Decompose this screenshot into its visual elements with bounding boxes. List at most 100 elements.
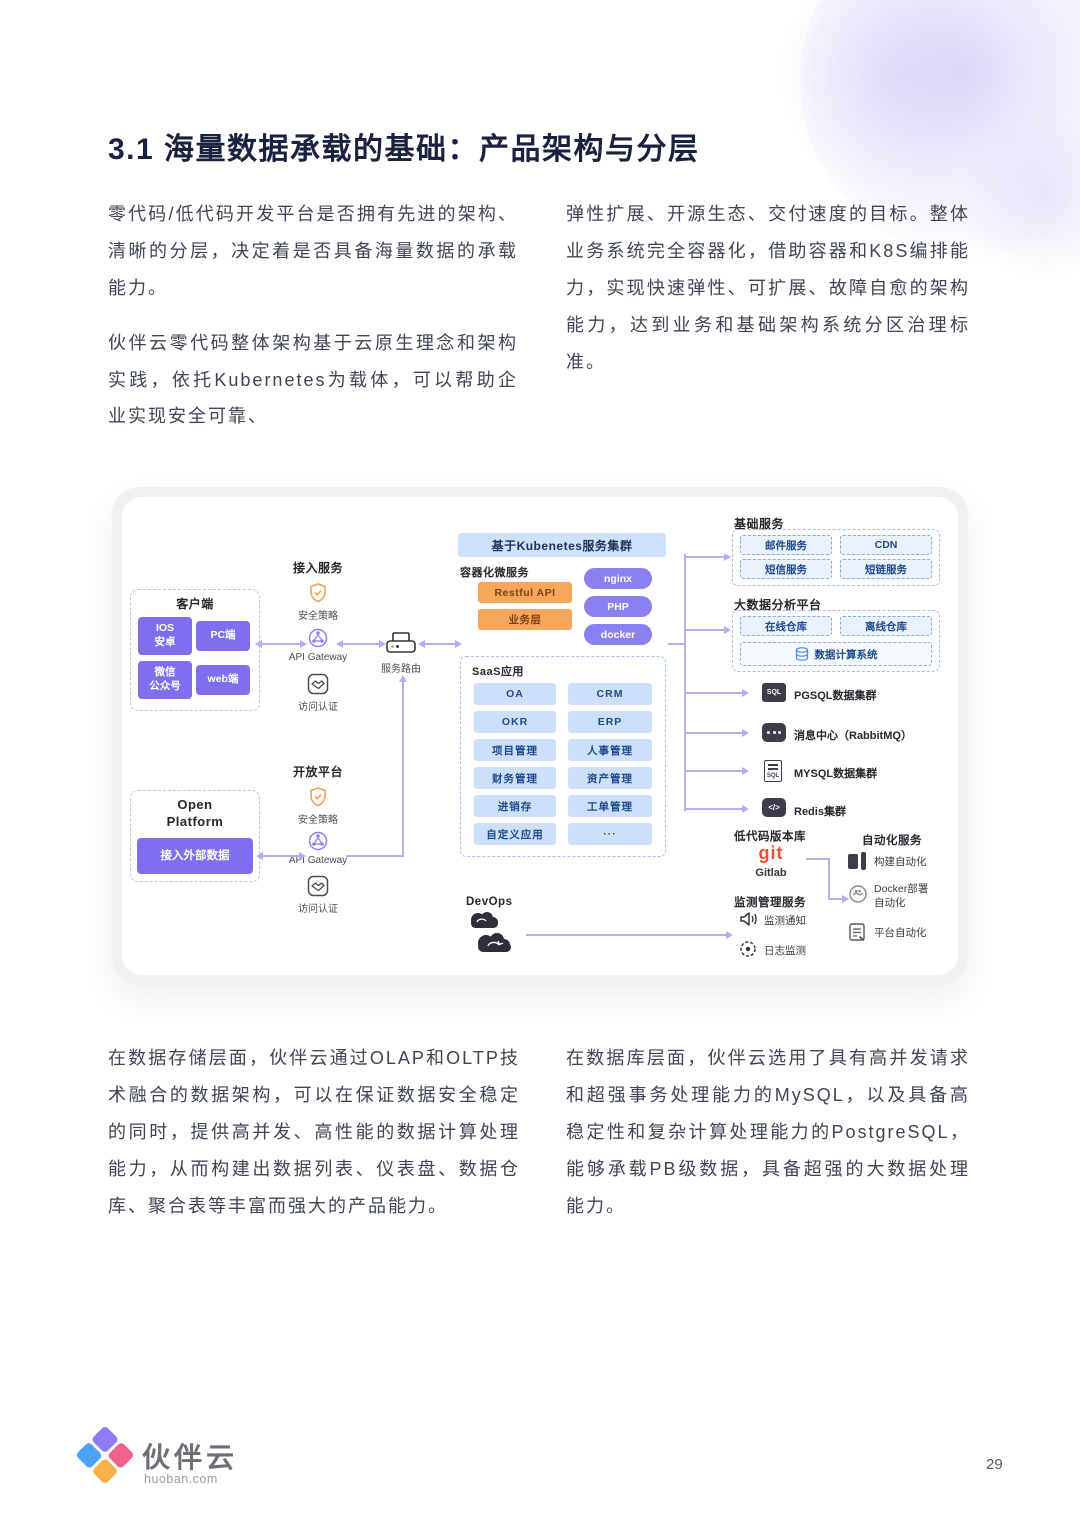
log-monitor-label: 日志监测: [764, 945, 806, 957]
base-service-mail: 邮件服务: [740, 535, 832, 555]
docker-icon: [848, 884, 868, 909]
handshake-icon: [306, 672, 330, 701]
saas-app-project: 项目管理: [474, 739, 556, 761]
access-auth-label: 访问认证: [298, 702, 338, 713]
message-center-label: 消息中心（RabbitMQ）: [794, 730, 912, 742]
php-pill: PHP: [584, 596, 652, 617]
saas-title: SaaS应用: [472, 666, 524, 678]
arrowhead: [255, 640, 262, 648]
arrowhead: [742, 767, 749, 775]
connector-line: [402, 682, 404, 857]
connector-line: [526, 934, 726, 936]
client-group-box: [130, 589, 260, 711]
log-icon: [739, 940, 757, 963]
redis-cluster-label: Redis集群: [794, 806, 846, 818]
automation-title: 自动化服务: [862, 835, 922, 847]
top-left-column: 零代码/低代码开发平台是否拥有先进的架构、清晰的分层，决定着是否具备海量数据的承…: [108, 196, 518, 435]
base-service-shortlink: 短链服务: [840, 559, 932, 579]
page-title: 3.1 海量数据承载的基础：产品架构与分层: [108, 133, 700, 166]
arrowhead: [726, 931, 733, 939]
message-icon: [762, 723, 786, 742]
arrowhead: [742, 729, 749, 737]
arrowhead: [256, 852, 263, 860]
arrowhead: [299, 852, 306, 860]
saas-app-asset: 资产管理: [568, 767, 652, 789]
handshake-icon: [306, 874, 330, 903]
arrowhead: [742, 805, 749, 813]
client-item-web: web端: [196, 665, 250, 695]
service-route-label: 服务路由: [381, 664, 421, 675]
arrowhead: [379, 640, 386, 648]
access-security-label: 安全策略: [298, 611, 338, 622]
restful-api-box: Restful API: [478, 582, 572, 603]
base-service-cdn: CDN: [840, 535, 932, 555]
access-gateway-label: API Gateway: [288, 652, 348, 663]
pgsql-cluster-label: PGSQL数据集群: [794, 690, 877, 702]
monitor-title: 监测管理服务: [734, 897, 806, 909]
arrowhead: [724, 553, 731, 561]
paragraph-bottom-right: 在数据库层面，伙伴云选用了具有高并发请求和超强事务处理能力的MySQL，以及具备…: [566, 1048, 970, 1216]
arrowhead: [842, 895, 849, 903]
page-number: 29: [986, 1456, 1003, 1473]
architecture-diagram-canvas: 客户端 IOS 安卓 PC端 微信 公众号 web端 接入服务 安全策略 API…: [122, 497, 958, 975]
open-platform-title: Open Platform: [166, 797, 224, 829]
paragraph-top-right: 弹性扩展、开源生态、交付速度的目标。整体业务系统完全容器化，借助容器和K8S编排…: [566, 204, 970, 372]
open-gateway-label: API Gateway: [288, 855, 348, 866]
sql-doc-icon: SQL: [764, 760, 782, 782]
connector-line: [346, 855, 404, 857]
saas-app-custom: 自定义应用: [474, 823, 556, 845]
client-item-pc: PC端: [196, 621, 250, 651]
code-icon: </>: [762, 798, 786, 817]
docker-pill: docker: [584, 624, 652, 645]
open-auth-label: 访问认证: [298, 904, 338, 915]
saas-app-erp: ERP: [568, 711, 652, 733]
connector-line: [684, 554, 686, 811]
business-layer-box: 业务层: [478, 609, 572, 630]
connector-line: [828, 858, 830, 900]
client-item-ios-android: IOS 安卓: [138, 617, 192, 655]
saas-app-finance: 财务管理: [474, 767, 556, 789]
top-right-column: 弹性扩展、开源生态、交付速度的目标。整体业务系统完全容器化，借助容器和K8S编排…: [566, 196, 970, 380]
connector-line: [806, 858, 830, 860]
arrowhead: [418, 640, 425, 648]
k8s-cluster-header: 基于Kubenetes服务集群: [458, 533, 666, 557]
saas-app-more: ···: [568, 823, 652, 845]
bigdata-offline-warehouse: 离线仓库: [840, 616, 932, 636]
bigdata-compute-label: 数据计算系统: [814, 648, 878, 661]
connector-line: [263, 855, 299, 857]
arrowhead: [724, 626, 731, 634]
shield-icon: [306, 785, 330, 814]
bigdata-online-warehouse: 在线仓库: [740, 616, 832, 636]
speaker-icon: [738, 910, 758, 933]
paragraph-bottom-left: 在数据存储层面，伙伴云通过OLAP和OLTP技术融合的数据架构，可以在保证数据安…: [108, 1048, 520, 1216]
api-gateway-icon: [306, 829, 330, 858]
base-service-sms: 短信服务: [740, 559, 832, 579]
git-logo: git: [758, 843, 784, 863]
client-item-wechat: 微信 公众号: [138, 661, 192, 699]
connector-line: [686, 770, 742, 772]
connector-line: [686, 629, 724, 631]
api-gateway-icon: [306, 626, 330, 655]
bigdata-box: [732, 610, 940, 672]
saas-app-crm: CRM: [568, 683, 652, 705]
devops-title: DevOps: [466, 896, 513, 908]
open-platform-column-title: 开放平台: [292, 765, 343, 779]
external-data-box: 接入外部数据: [137, 838, 253, 874]
bottom-right-column: 在数据库层面，伙伴云选用了具有高并发请求和超强事务处理能力的MySQL，以及具备…: [566, 1040, 970, 1224]
shield-icon: [306, 581, 330, 610]
monitor-notify-label: 监测通知: [764, 915, 806, 927]
architecture-diagram: 客户端 IOS 安卓 PC端 微信 公众号 web端 接入服务 安全策略 API…: [112, 487, 968, 985]
saas-app-ticket: 工单管理: [568, 795, 652, 817]
base-service-title: 基础服务: [734, 517, 785, 531]
bigdata-title: 大数据分析平台: [734, 598, 822, 612]
build-icon: [848, 852, 866, 870]
client-group-title: 客户端: [176, 597, 214, 611]
arrowhead: [336, 640, 343, 648]
gitlab-label: Gitlab: [755, 867, 787, 879]
decorative-blob-small: [960, 110, 1080, 280]
access-service-title: 接入服务: [292, 561, 343, 575]
arrowhead: [399, 675, 407, 682]
connector-line: [686, 556, 724, 558]
huoban-logo: [75, 1425, 135, 1485]
platform-automation-label: 平台自动化: [874, 927, 927, 939]
